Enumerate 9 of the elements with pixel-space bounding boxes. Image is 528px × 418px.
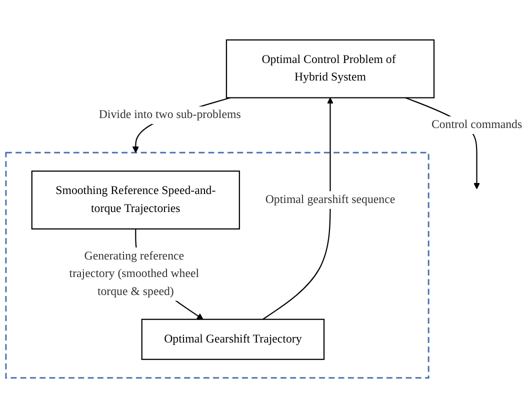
edge-label: Optimal gearshift sequence: [265, 193, 396, 206]
arrow: [262, 98, 334, 320]
edge-label: Control commands: [431, 118, 522, 132]
edge-label: Divide into two sub-problems: [98, 108, 241, 122]
node-box: Optimal Gearshift Trajectory: [141, 318, 325, 360]
node-box: Optimal Control Problem of Hybrid System: [226, 39, 435, 98]
cluster: [5, 152, 430, 379]
node-box: Smoothing Reference Speed-and-torque Trajectories: [31, 170, 240, 230]
edge-label: Generating reference trajectory (smoothed wheel torque & speed): [69, 250, 200, 298]
